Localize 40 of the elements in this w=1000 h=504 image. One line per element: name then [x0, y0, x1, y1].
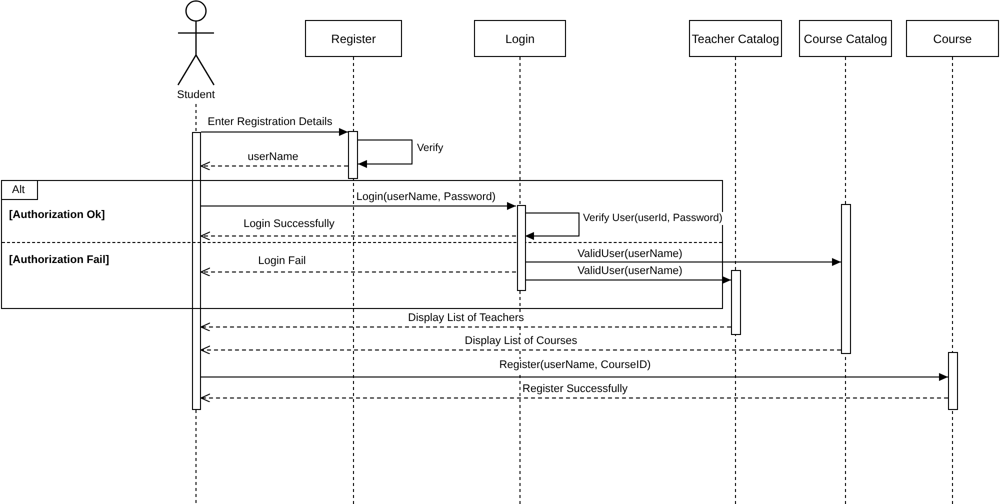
- participant-box: Teacher Catalog: [689, 20, 782, 57]
- message-label: Login Fail: [256, 255, 308, 268]
- activation-bar: [192, 132, 201, 410]
- return-arrow: [200, 162, 348, 170]
- return-arrow: [200, 346, 842, 354]
- activation-bar: [841, 204, 851, 354]
- activation-bar: [517, 205, 526, 291]
- return-arrow: [200, 394, 948, 402]
- message-label: Verify User(userId, Password): [582, 212, 724, 225]
- return-arrow: [200, 322, 732, 332]
- activation-bar: [948, 352, 958, 410]
- message-arrow: [200, 373, 948, 381]
- message-label: ValidUser(userName): [576, 248, 684, 261]
- guard-condition: [Authorization Fail]: [9, 254, 110, 266]
- activation-bar: [731, 270, 741, 335]
- participant-box: Login: [474, 20, 566, 57]
- activation-bar: [348, 131, 358, 179]
- message-arrow: [524, 276, 732, 284]
- message-label: Register(userName, CourseID): [497, 359, 653, 372]
- message-arrow: [524, 258, 842, 266]
- participant-box: Register: [305, 20, 402, 57]
- message-label: ValidUser(userName): [576, 265, 684, 278]
- actor-name: Student: [177, 89, 215, 101]
- guard-condition: [Authorization Ok]: [9, 209, 105, 221]
- message-label: Verify: [416, 142, 444, 155]
- message-label: Login(userName, Password): [354, 191, 498, 204]
- self-message-arrow: [524, 212, 580, 240]
- participant-box: Course Catalog: [799, 20, 892, 57]
- message-label: Display List of Courses: [462, 335, 580, 348]
- return-arrow: [200, 268, 516, 276]
- message-arrow: [200, 202, 516, 210]
- return-arrow: [200, 232, 516, 240]
- message-arrow: [200, 128, 348, 136]
- message-label: Enter Registration Details: [206, 116, 334, 129]
- message-label: Register Successfully: [520, 383, 630, 396]
- message-label: Display List of Teachers: [406, 312, 526, 325]
- self-message-arrow: [358, 140, 412, 168]
- operator-tab: Alt: [2, 181, 38, 200]
- participant-box: Course: [906, 20, 999, 57]
- message-label: Login Successfully: [241, 218, 337, 231]
